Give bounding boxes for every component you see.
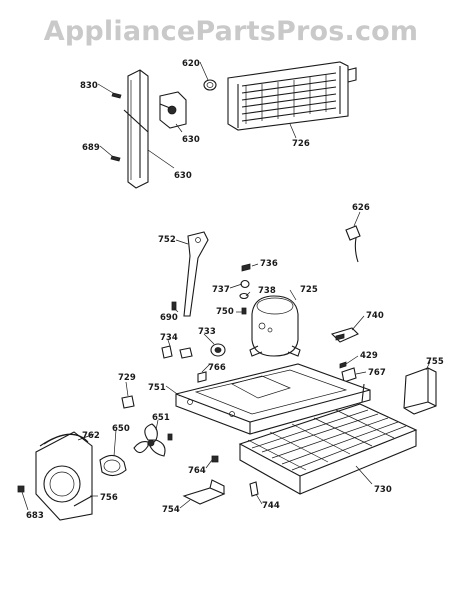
label-725: 725 (300, 285, 318, 295)
duct-channel (123, 69, 149, 189)
terminal-block-734 (161, 345, 193, 359)
switch-729 (121, 395, 135, 409)
label-690: 690 (160, 313, 178, 323)
screw-689 (110, 155, 121, 162)
label-752: 752 (158, 235, 176, 245)
label-736: 736 (260, 259, 278, 269)
bracket-754 (182, 479, 226, 505)
fan-shroud (35, 431, 93, 521)
washer-738 (239, 292, 249, 300)
bolt-750 (241, 307, 247, 315)
bracket-755 (403, 367, 437, 415)
label-766: 766 (208, 363, 226, 373)
label-626: 626 (352, 203, 370, 213)
fan-blade (133, 423, 166, 457)
screw-764 (211, 455, 219, 463)
label-744: 744 (262, 501, 280, 511)
label-689: 689 (82, 143, 100, 153)
grommet-620 (203, 79, 217, 91)
label-729: 729 (118, 373, 136, 383)
relay-740 (330, 327, 359, 343)
watermark-text: AppliancePartsPros.com (43, 16, 419, 47)
clip-766 (197, 371, 207, 383)
bracket-767 (341, 367, 357, 383)
label-650: 650 (112, 424, 130, 434)
screw-690 (171, 301, 177, 311)
part-number-labels: 830 620 630 689 630 726 626 752 736 737 … (26, 59, 444, 521)
label-726: 726 (292, 139, 310, 149)
screw-651 (167, 433, 173, 441)
label-755: 755 (426, 357, 444, 367)
label-740: 740 (366, 311, 384, 321)
base-pan (175, 363, 371, 435)
sleeve-737 (240, 279, 250, 289)
label-630-lower: 630 (174, 171, 192, 181)
label-683: 683 (26, 511, 44, 521)
label-830: 830 (80, 81, 98, 91)
capacitor-733 (210, 343, 226, 357)
grommet-736 (241, 263, 251, 272)
mounting-strap (183, 231, 209, 317)
label-751: 751 (148, 383, 166, 393)
part-429 (339, 361, 347, 369)
label-733: 733 (198, 327, 216, 337)
label-730: 730 (374, 485, 392, 495)
coil-730 (238, 383, 418, 495)
label-762: 762 (82, 431, 100, 441)
label-651: 651 (152, 413, 170, 423)
label-620: 620 (182, 59, 200, 69)
screw-683 (17, 485, 25, 493)
label-738: 738 (258, 286, 276, 296)
clamp-bracket (159, 91, 187, 129)
label-734: 734 (160, 333, 178, 343)
leader-lines (21, 61, 431, 511)
condenser-coil (227, 61, 357, 131)
label-767: 767 (368, 368, 386, 378)
label-630-upper: 630 (182, 135, 200, 145)
label-750: 750 (216, 307, 234, 317)
drain-cord-626 (345, 225, 361, 263)
label-764: 764 (188, 466, 206, 476)
label-737: 737 (212, 285, 230, 295)
label-429: 429 (360, 351, 378, 361)
label-754: 754 (162, 505, 180, 515)
label-756: 756 (100, 493, 118, 503)
compressor (249, 295, 301, 357)
screw-830 (111, 92, 122, 99)
clip-744 (249, 481, 259, 497)
fan-motor (99, 454, 127, 477)
